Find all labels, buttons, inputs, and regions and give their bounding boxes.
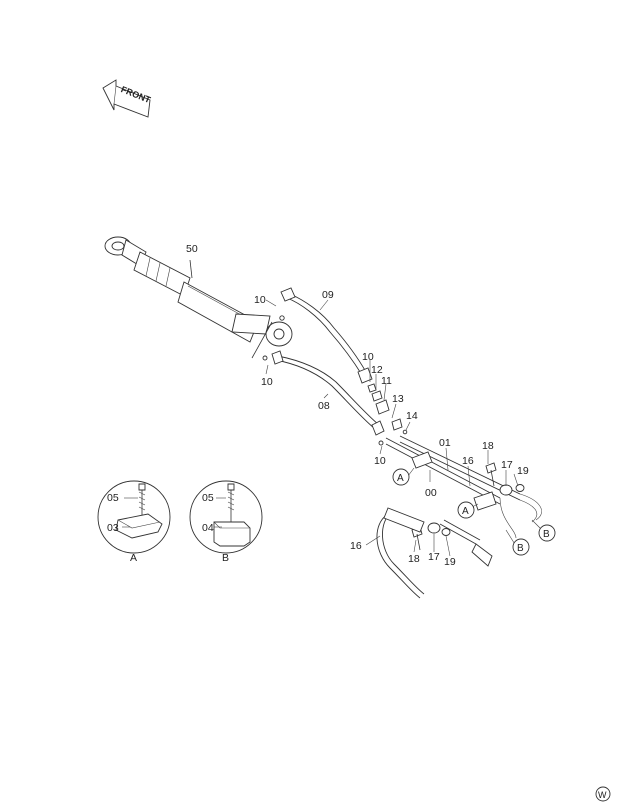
detail-a-clamp: 03 [107, 522, 119, 534]
callout-18-lower: 18 [408, 553, 420, 565]
boom-cylinder [104, 236, 293, 359]
hose-09 [280, 287, 373, 384]
callout-08: 08 [318, 400, 330, 412]
callout-18-upper: 18 [482, 440, 494, 452]
callout-17-upper: 17 [501, 459, 513, 471]
callout-16-lower: 16 [350, 540, 362, 552]
hose-16 [376, 507, 493, 599]
detail-a-letter: A [130, 552, 137, 564]
ref-a-right: A [462, 506, 469, 517]
callout-10-lower: 10 [261, 376, 273, 388]
callout-13: 13 [392, 393, 404, 405]
callout-12: 12 [371, 364, 383, 376]
ref-b-lower: B [517, 543, 524, 554]
detail-b-clamp: 04 [202, 522, 214, 534]
callout-16-upper: 16 [462, 455, 474, 467]
detail-b: 05 04 B [189, 480, 263, 564]
callout-10-mid: 10 [362, 351, 374, 363]
callout-19-lower: 19 [444, 556, 456, 568]
detail-a: 05 03 A [97, 480, 171, 564]
callout-numbers: 50 10 09 10 08 10 12 11 13 14 10 01 16 1… [186, 243, 529, 568]
corner-mark: W [595, 786, 611, 802]
callout-14: 14 [406, 410, 418, 422]
detail-b-letter: B [222, 552, 229, 564]
fitting-group [262, 315, 408, 446]
hose-08 [271, 350, 385, 436]
detail-b-bolt: 05 [202, 492, 214, 504]
callout-19-upper: 19 [517, 465, 529, 477]
callout-50: 50 [186, 243, 198, 255]
front-arrow: FRONT [102, 79, 152, 118]
callout-10-upper: 10 [254, 294, 266, 306]
callout-11: 11 [381, 375, 392, 387]
ref-b-right: B [543, 529, 550, 540]
clamp-group [411, 462, 525, 551]
callout-10-pipe: 10 [374, 455, 386, 467]
reference-letters: A A B B [392, 468, 556, 556]
corner-mark-letter: W [598, 790, 607, 800]
pipe-assembly [385, 435, 542, 539]
detail-a-bolt: 05 [107, 492, 119, 504]
callout-01: 01 [439, 437, 451, 449]
ref-a-left: A [397, 473, 404, 484]
callout-00: 00 [425, 487, 437, 499]
callout-09: 09 [322, 289, 334, 301]
callout-17-lower: 17 [428, 551, 440, 563]
